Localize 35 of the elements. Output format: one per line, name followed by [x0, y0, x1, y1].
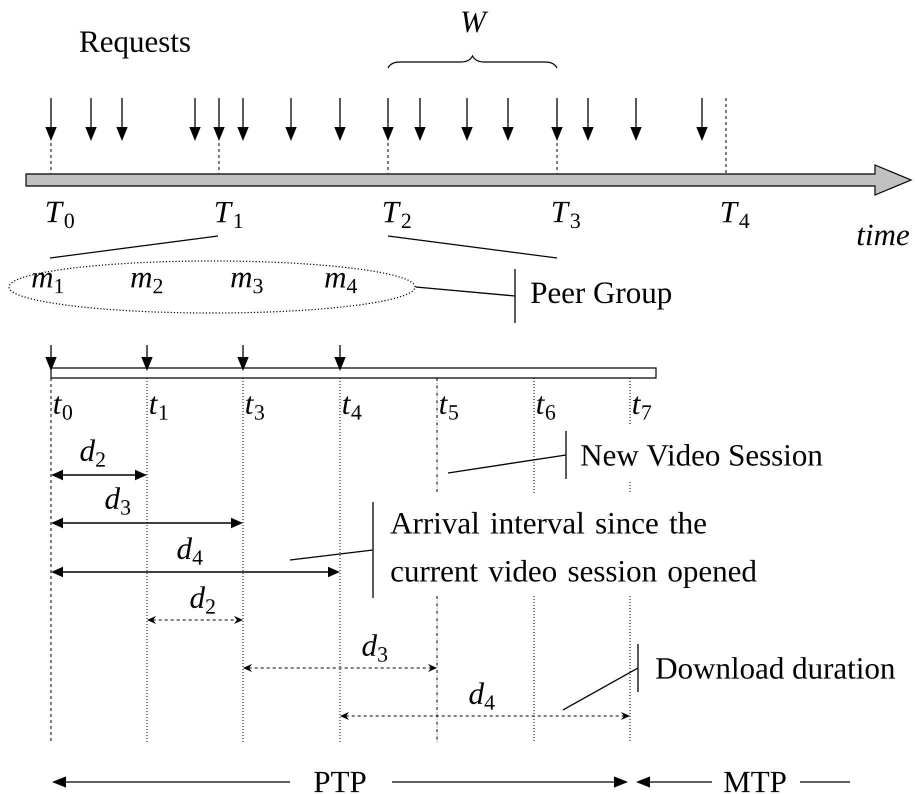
dimension-label: d$_{2}$: [80, 439, 105, 467]
callout-label: New Video Session: [581, 444, 822, 466]
time-mark-label: T$_{0}$: [46, 202, 74, 228]
leader-line: [414, 268, 516, 324]
callout-label: Peer Group: [531, 282, 672, 310]
time-mark-label: T$_{2}$: [384, 202, 411, 228]
dimension-label: d$_{4}$: [177, 537, 203, 565]
time-mark-label: t$_{5}$: [440, 396, 458, 420]
leader-line: [447, 430, 567, 480]
dimension-label: d$_{2}$: [190, 586, 215, 614]
dimension-label: d$_{3}$: [105, 487, 130, 515]
callout-label: Arrival interval since the current video session opened: [390, 512, 757, 588]
time-mark-label: t$_{0}$: [54, 396, 72, 420]
time-mark-label: T$_{3}$: [552, 202, 580, 228]
member-label: m$_{4}$: [325, 272, 358, 294]
callout-label: Download duration: [656, 657, 895, 679]
heading-label: Requests: [80, 32, 190, 58]
time-mark-label: T$_{1}$: [216, 202, 242, 228]
leader-line: [289, 501, 374, 599]
member-label: m$_{2}$: [131, 272, 162, 294]
variable-label: W: [462, 12, 488, 32]
time-mark-label: t$_{7}$: [633, 396, 652, 420]
dimension-label: d$_{3}$: [362, 634, 388, 662]
leader-line: [562, 643, 639, 711]
time-mark-label: t$_{6}$: [537, 396, 556, 420]
member-label: m$_{3}$: [231, 272, 263, 294]
span-label: MTP: [724, 772, 786, 792]
member-label: m$_{1}$: [32, 272, 64, 294]
axis-label: time: [858, 224, 909, 246]
time-mark-label: t$_{3}$: [246, 396, 264, 420]
time-mark-label: T$_{4}$: [722, 202, 750, 228]
time-mark-label: t$_{4}$: [343, 396, 362, 420]
dimension-label: d$_{4}$: [469, 682, 495, 710]
span-label: PTP: [314, 772, 366, 792]
time-mark-label: t$_{1}$: [150, 396, 168, 420]
